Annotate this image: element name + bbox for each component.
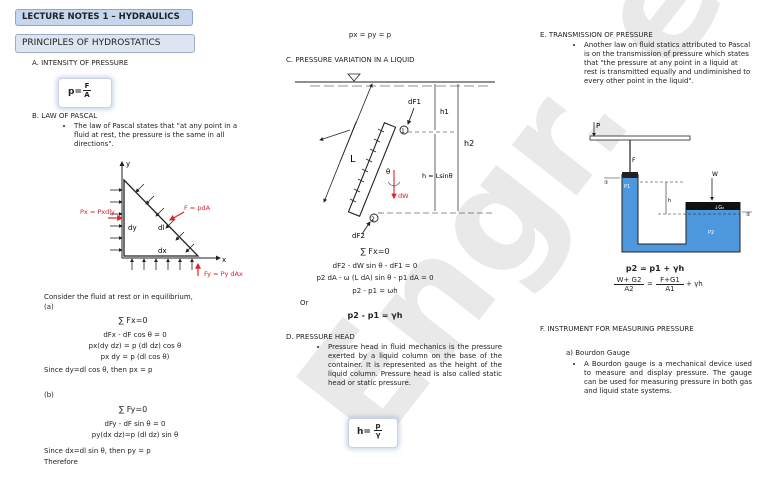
pascal-triangle-diagram: y x dy dl dx Px = Pxdly F = pdA Fy = Py … bbox=[80, 160, 243, 278]
hydraulic-press-diagram: P F ① ② P1 h W ↓G₂ P2 bbox=[589, 122, 752, 253]
pascal-bullet: The law of Pascal states that "at any po… bbox=[62, 122, 240, 149]
eq2-num-left: W+ G2 bbox=[614, 276, 644, 285]
eq2-den-right: A1 bbox=[665, 285, 675, 293]
case-a-line1: dFx - dF cos θ = 0 bbox=[103, 331, 167, 339]
therefore-text: Therefore bbox=[44, 458, 78, 466]
h2-label: h2 bbox=[464, 139, 474, 148]
case-b-line2: py(dx dz)=p (dl dz) sin θ bbox=[91, 431, 179, 439]
section-subtitle: PRINCIPLES OF HYDROSTATICS bbox=[15, 34, 195, 53]
eq2-tail: + γh bbox=[686, 280, 703, 288]
case-a-line3: px dy = p (dl cos θ) bbox=[100, 353, 170, 361]
case-a-since: Since dy=dl cos θ, then px = p bbox=[44, 366, 153, 374]
transmission-eq2: W+ G2 A2 = F+G1 A1 + γh bbox=[614, 276, 724, 298]
axis-y-label: y bbox=[126, 160, 130, 168]
or-text: Or bbox=[300, 299, 309, 307]
formula-lhs: p= bbox=[68, 87, 82, 97]
f-label: F bbox=[632, 157, 636, 164]
pressure-head-text: Pressure head in fluid mechanics is the … bbox=[328, 343, 502, 388]
c-result: p2 - p1 = γh bbox=[347, 311, 403, 320]
case-b-sum: ∑ Fy=0 bbox=[118, 405, 148, 414]
h1-label: h1 bbox=[440, 108, 449, 116]
case-a-label: (a) bbox=[44, 303, 54, 311]
heading-pressure-variation: C. PRESSURE VARIATION IN A LIQUID bbox=[286, 56, 415, 64]
axis-x-label: x bbox=[222, 256, 226, 264]
px-py-formula: px = py = p bbox=[348, 31, 392, 39]
pascal-bullet-text: The law of Pascal states that "at any po… bbox=[74, 122, 240, 149]
g2-label: ↓G₂ bbox=[714, 205, 724, 211]
bourdon-text: A Bourdon gauge is a mechanical device u… bbox=[584, 360, 752, 396]
pressure-formula-box: p= F A bbox=[58, 78, 112, 108]
df2-label: dF2 bbox=[352, 232, 365, 240]
transmission-bullet: Another law on fluid statics attributed … bbox=[572, 41, 752, 86]
heading-instrument: F. INSTRUMENT FOR MEASURING PRESSURE bbox=[540, 325, 694, 333]
transmission-text: Another law on fluid statics attributed … bbox=[584, 41, 752, 86]
p-label: P bbox=[596, 122, 600, 130]
case-a-sum: ∑ Fx=0 bbox=[118, 316, 148, 325]
theta-label: θ bbox=[386, 168, 390, 176]
dx-label: dx bbox=[158, 247, 167, 255]
case-a-line2: px(dy dz) = p (dl dz) cos θ bbox=[88, 342, 182, 350]
bourdon-gauge-subheading: a) Bourdon Gauge bbox=[566, 349, 630, 357]
inclined-tube-diagram: dF1 h1 h2 h = Lsinθ L θ dW dF2 1 2 bbox=[295, 73, 495, 240]
dy-label: dy bbox=[128, 224, 137, 232]
head-formula-den: γ bbox=[375, 431, 381, 439]
f-force-label: F = pdA bbox=[184, 204, 211, 212]
case-b-since: Since dx=dl sin θ, then py = p bbox=[44, 447, 151, 455]
head-formula-lhs: h= bbox=[357, 427, 371, 437]
head-formula-num: p bbox=[374, 422, 382, 431]
bourdon-bullet: A Bourdon gauge is a mechanical device u… bbox=[572, 360, 752, 396]
point-two-label: ② bbox=[746, 212, 751, 218]
case-b-line1: dFy - dF sin θ = 0 bbox=[104, 420, 166, 428]
p1-label: P1 bbox=[624, 184, 630, 190]
heading-pressure-head: D. PRESSURE HEAD bbox=[286, 333, 355, 341]
df1-label: dF1 bbox=[408, 98, 421, 106]
transmission-eq1: p2 = p1 + γh bbox=[625, 264, 685, 273]
pressure-head-bullet: Pressure head in fluid mechanics is the … bbox=[316, 343, 502, 388]
py-force-label: Fy = Py dAx bbox=[204, 270, 243, 278]
point-one-label: ① bbox=[604, 180, 609, 186]
point-2-label: 2 bbox=[371, 216, 375, 223]
eq2-equals: = bbox=[647, 280, 653, 288]
p2-label: P2 bbox=[708, 230, 714, 236]
h-label: h bbox=[668, 198, 671, 204]
c-line1: dF2 - dW sin θ - dF1 = 0 bbox=[332, 262, 418, 270]
heading-transmission: E. TRANSMISSION OF PRESSURE bbox=[540, 31, 653, 39]
px-force-label: Px = Pxdly bbox=[80, 208, 115, 216]
eq2-den-left: A2 bbox=[624, 285, 634, 293]
eq2-num-right: F+G1 bbox=[656, 276, 684, 285]
c-sum: ∑ Fx=0 bbox=[360, 247, 390, 256]
point-1-label: 1 bbox=[401, 128, 405, 135]
c-line3: p2 - p1 = ωh bbox=[352, 287, 398, 295]
page-title: LECTURE NOTES 1 – HYDRAULICS bbox=[15, 9, 193, 26]
hsin-label: h = Lsinθ bbox=[422, 172, 453, 180]
dw-label: dW bbox=[398, 192, 409, 200]
heading-law-of-pascal: B. LAW OF PASCAL bbox=[32, 112, 98, 120]
dl-label: dl bbox=[158, 224, 164, 232]
c-line2: p2 dA - ω (L dA) sin θ - p1 dA = 0 bbox=[316, 274, 434, 282]
l-label: L bbox=[350, 154, 356, 165]
case-b-label: (b) bbox=[44, 391, 54, 399]
heading-intensity-of-pressure: A. INTENSITY OF PRESSURE bbox=[32, 59, 129, 67]
w-label: W bbox=[712, 171, 718, 178]
formula-den: A bbox=[84, 91, 90, 99]
pressure-head-formula-box: h= p γ bbox=[348, 418, 398, 448]
formula-num: F bbox=[83, 82, 91, 91]
consider-text: Consider the fluid at rest or in equilib… bbox=[44, 293, 193, 301]
